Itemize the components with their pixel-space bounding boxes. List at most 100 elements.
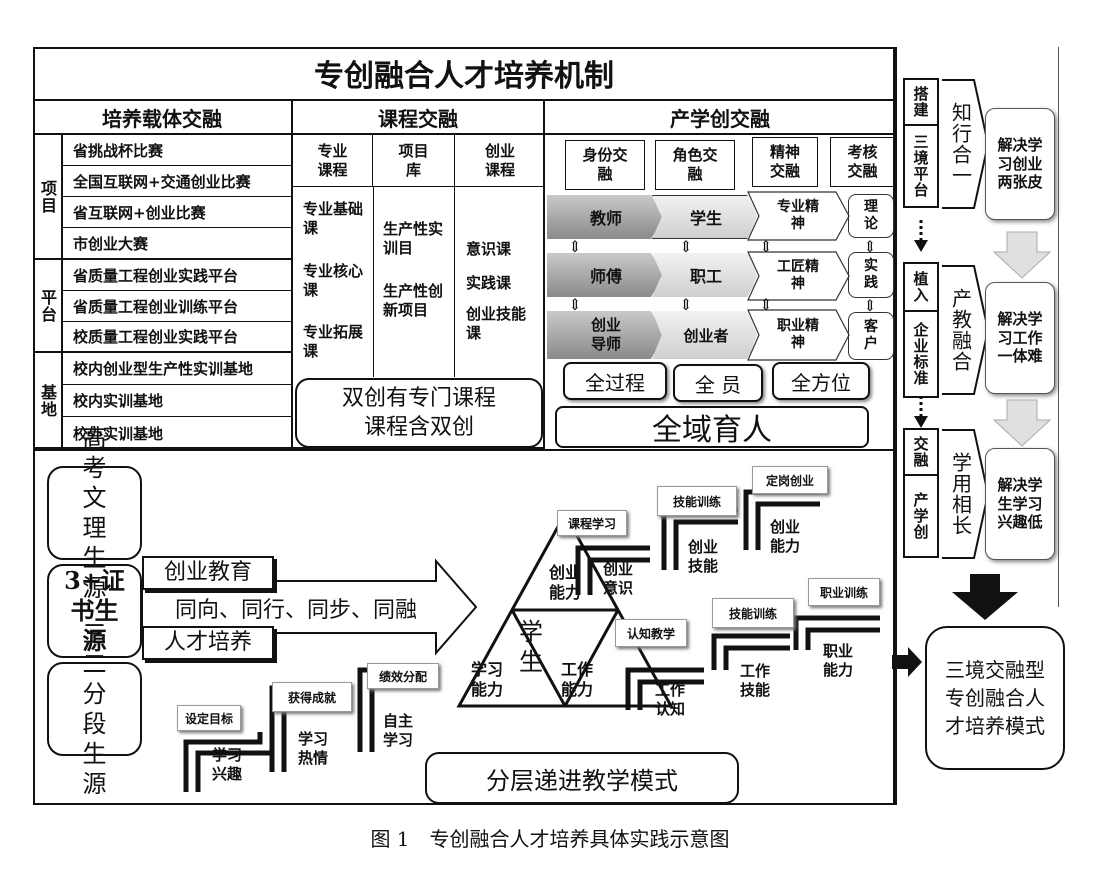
stair-step: 自主学习 [383,712,414,749]
triangle-top: 创业能力 [548,563,581,602]
course-note-line: 课程含双创 [363,415,474,441]
course-col-divider [373,187,455,377]
three-all-box: 全过程 [563,362,667,400]
updown-arrow-icon: ⇕ [679,294,693,314]
course-col-header: 专业课程 [293,135,373,187]
course-table [293,135,545,449]
course-item: 专业基础课 [303,200,364,237]
spirit-outlines [747,191,850,361]
course-item: 生产性实训目 [383,220,444,257]
carrier-item: 全国互联网+交通创业比赛 [63,166,293,197]
role-chevron: 学生 [652,195,760,239]
lower-divider [33,449,895,451]
stair-tag: 技能训练 [657,486,737,516]
arrow-label-top: 创业教育 [142,556,274,590]
stair-tag: 技能训练 [712,598,794,628]
right-bracket [942,79,990,209]
stair-tag: 课程学习 [557,510,627,536]
assess-box: 实践 [848,252,894,298]
industry-col-header: 身份交融 [565,140,645,190]
stair-tag: 获得成就 [272,682,352,712]
figure-caption: 图 1 专创融合人才培养具体实践示意图 [370,826,730,851]
stair-step: 职业能力 [823,642,854,679]
group-label-project: 项目 [33,135,63,260]
right-bracket [942,429,990,559]
course-col-header: 创业课程 [455,135,545,187]
result-box: 解决学生学习兴趣低 [985,448,1055,560]
diagram-title: 专创融合人才培养机制 [33,47,895,101]
triangle-right: 工作能力 [561,660,594,699]
group-label-platform: 平台 [33,260,63,353]
carrier-item: 校质量工程创业实践平台 [63,322,293,353]
group-label-base: 基地 [33,353,63,449]
course-col-header: 项目库 [373,135,455,187]
updown-arrow-icon: ⇕ [759,236,773,256]
right-principle: 产教融合 [948,288,973,372]
carrier-item: 省挑战杯比赛 [63,135,293,166]
spirit-chevron: 专业精神 [748,192,848,240]
stair-step: 工作认知 [655,681,686,718]
course-item: 意识课 [466,240,512,258]
carrier-item: 市创业大赛 [63,228,293,260]
updown-arrow-icon: ⇕ [759,294,773,314]
result-box: 解决学习创业两张皮 [985,108,1055,220]
result-box: 解决学习工作一体难 [985,282,1055,394]
all-domain-box: 全域育人 [555,406,869,448]
course-note-line: 双创有专门课程 [341,386,496,412]
role-chevron: 创业者 [652,311,760,359]
right-frame-line [1058,47,1059,607]
assess-box: 理论 [848,194,894,238]
right-principle: 学用相长 [948,452,973,536]
right-principle: 知行合一 [948,102,973,186]
carrier-item: 省质量工程创业训练平台 [63,291,293,322]
stair-tag: 定岗创业 [752,466,828,494]
right-tag-bottom: 企业标准 [903,312,939,398]
arrow-label-bottom: 人才培养 [142,626,274,660]
updown-arrow-icon: ⇕ [568,294,582,314]
identity-chevron: 师傅 [547,253,665,297]
triangle-center: 学生 [519,618,543,676]
header-course: 课程交融 [293,101,545,135]
industry-col-header: 精神交融 [752,137,818,187]
updown-arrow-icon: ⇕ [679,236,693,256]
updown-arrow-icon: ⇕ [568,236,582,256]
course-item: 实践课 [466,274,512,292]
black-down-arrow-icon [952,574,1018,620]
course-item: 专业拓展课 [303,323,364,360]
identity-chevron: 教师 [547,195,665,239]
course-item: 生产性创新项目 [383,282,444,319]
grey-down-arrow-icon [992,231,1052,279]
layered-teaching-box: 分层递进教学模式 [425,752,739,804]
carrier-item: 省质量工程创业实践平台 [63,260,293,291]
industry-col-header: 角色交融 [655,140,735,190]
right-tag-top: 搭建 [903,78,939,126]
final-model-box: 三境交融型专创融合人才培养模式 [925,626,1065,770]
right-frame-line [895,47,897,805]
black-right-arrow-icon [892,647,922,677]
three-all-box: 全 员 [673,364,763,402]
stair-tag: 认知教学 [615,619,687,647]
stair-step: 学习兴趣 [212,746,243,783]
triangle-shape [456,510,674,708]
identity-chevron: 创业导师 [547,311,665,359]
stair-tag: 职业训练 [808,578,880,606]
stair-step: 工作技能 [740,662,771,699]
right-tag-bottom: 三境平台 [903,126,939,208]
three-all-box: 全方位 [772,362,870,400]
dotted-down-arrow-icon [914,220,928,252]
arrow-label-middle: 同向、同行、同步、同融 [174,598,417,624]
updown-arrow-icon: ⇕ [863,236,877,256]
main-frame [33,47,895,805]
carrier-item: 校内实训基地 [63,385,293,417]
stair-step: 创业能力 [770,518,801,555]
right-tag-top: 植入 [903,262,939,312]
right-bracket [942,265,990,395]
spirit-chevron: 职业精神 [748,310,848,360]
triangle-left: 学习能力 [471,660,504,699]
role-chevron: 职工 [652,253,760,297]
stair-step: 学习热情 [298,730,329,767]
course-item: 创业技能课 [466,305,527,342]
header-industry: 产学创交融 [545,101,895,135]
stair-step: 创业意识 [603,560,634,597]
stair-tag: 设定目标 [177,705,241,731]
